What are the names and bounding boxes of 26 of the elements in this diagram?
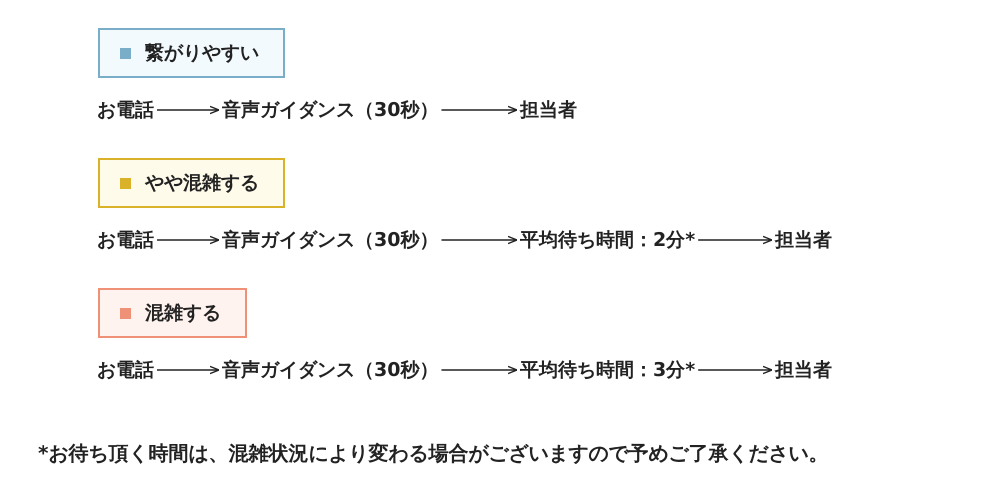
arrow bbox=[441, 236, 518, 244]
arrow bbox=[698, 366, 773, 374]
arrow bbox=[441, 366, 518, 374]
step-label: 音声ガイダンス（30秒） bbox=[222, 98, 438, 122]
step-label: 担当者 bbox=[775, 358, 832, 382]
step-label: お電話 bbox=[97, 98, 154, 122]
step-label: 平均待ち時間：2分* bbox=[520, 228, 696, 252]
footnote: *お待ち頂く時間は、混雑状況により変わる場合がございますので予めご了承ください。 bbox=[38, 440, 828, 467]
status-label: 混雑する bbox=[145, 301, 221, 325]
arrow bbox=[157, 106, 220, 114]
arrow bbox=[441, 106, 518, 114]
arrow bbox=[157, 236, 220, 244]
step-label: 音声ガイダンス（30秒） bbox=[222, 358, 438, 382]
arrow bbox=[157, 366, 220, 374]
step-label: 音声ガイダンス（30秒） bbox=[222, 228, 438, 252]
status-label: やや混雑する bbox=[145, 171, 259, 195]
status-box bbox=[98, 28, 285, 78]
step-label: お電話 bbox=[97, 358, 154, 382]
step-label: 担当者 bbox=[775, 228, 832, 252]
step-label: 担当者 bbox=[520, 98, 577, 122]
step-label: お電話 bbox=[97, 228, 154, 252]
status-label: 繋がりやすい bbox=[145, 41, 259, 65]
arrow bbox=[698, 236, 773, 244]
status-box bbox=[98, 288, 247, 338]
step-label: 平均待ち時間：3分* bbox=[520, 358, 696, 382]
status-box bbox=[98, 158, 285, 208]
